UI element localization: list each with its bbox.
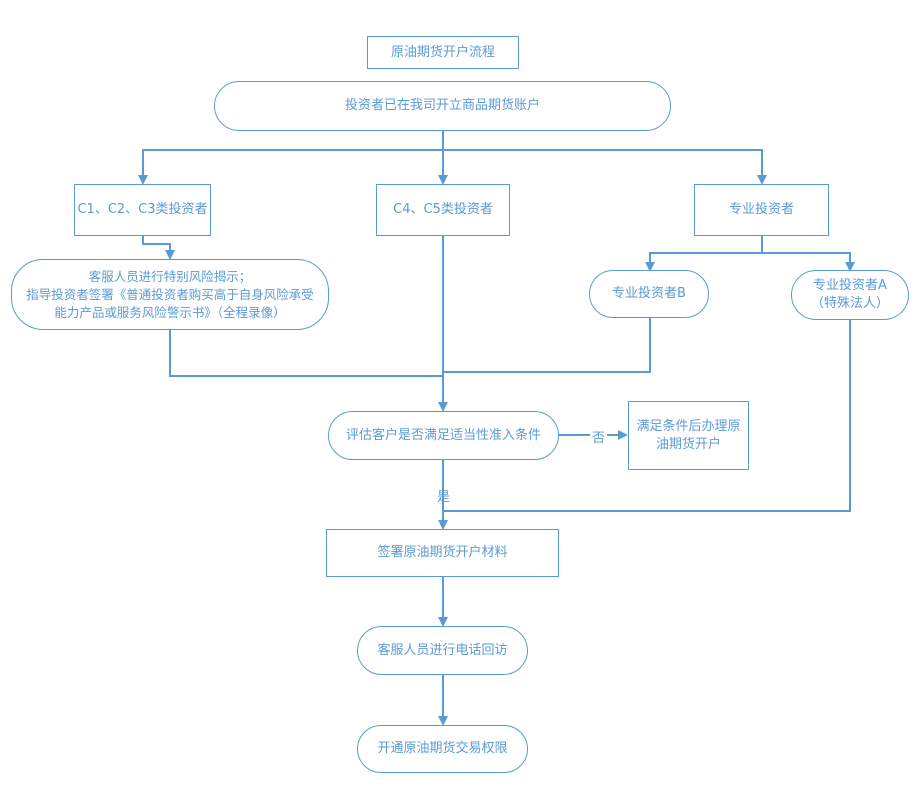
group-pro-text: 专业投资者 bbox=[728, 202, 794, 217]
assess-text: 评估客户是否满足适当性准入条件 bbox=[345, 427, 541, 443]
no-result-box: 满足条件后办理原 油期货开户 bbox=[628, 401, 749, 470]
sign-box: 签署原油期货开户材料 bbox=[326, 529, 559, 577]
group-c1c3-text: C1、C2、C3类投资者 bbox=[77, 202, 208, 217]
callback-text: 客服人员进行电话回访 bbox=[377, 642, 508, 658]
group-c4c5-box: C4、C5类投资者 bbox=[376, 184, 510, 236]
connector-proa-sign bbox=[443, 320, 851, 512]
assess-node: 评估客户是否满足适当性准入条件 bbox=[328, 411, 559, 460]
connector-pro-split bbox=[645, 236, 763, 272]
no-label: 否 bbox=[590, 427, 608, 446]
pro-a-line-2: （特殊法人） bbox=[810, 296, 889, 311]
group-c1c3-box: C1、C2、C3类投资者 bbox=[74, 184, 211, 236]
connector-risk-assess bbox=[169, 330, 443, 377]
no-result-line-1: 满足条件后办理原 bbox=[636, 418, 741, 434]
callback-node: 客服人员进行电话回访 bbox=[357, 626, 528, 675]
yes-label: 是 bbox=[437, 490, 451, 505]
open-text: 开通原油期货交易权限 bbox=[377, 741, 508, 756]
sign-text: 签署原油期货开户材料 bbox=[377, 545, 508, 560]
connector-start-branch bbox=[138, 131, 444, 185]
no-result-line-2: 油期货开户 bbox=[655, 436, 721, 452]
open-node: 开通原油期货交易权限 bbox=[357, 725, 528, 773]
pro-b-node: 专业投资者B bbox=[589, 270, 709, 318]
risk-line-1: 客服人员进行特别风险揭示； bbox=[88, 268, 252, 284]
title-text: 原油期货开户流程 bbox=[390, 44, 495, 60]
pro-a-node: 专业投资者A （特殊法人） bbox=[791, 270, 909, 320]
connector-c1c3-risk bbox=[142, 236, 175, 260]
group-pro-box: 专业投资者 bbox=[694, 184, 829, 236]
start-text: 投资者已在我司开立商品期货账户 bbox=[344, 98, 540, 113]
risk-line-3: 能力产品或服务风险警示书》（全程录像） bbox=[54, 304, 286, 320]
connector-start-pro bbox=[443, 149, 767, 185]
pro-a-line-1: 专业投资者A bbox=[813, 278, 887, 293]
connector-prob-assess bbox=[443, 317, 651, 373]
risk-disclosure-node: 客服人员进行特别风险揭示； 指导投资者签署《普通投资者购买高于自身风险承受 能力… bbox=[11, 259, 329, 330]
connector-pro-a bbox=[762, 252, 855, 272]
title-box: 原油期货开户流程 bbox=[367, 36, 519, 69]
start-node: 投资者已在我司开立商品期货账户 bbox=[214, 81, 671, 131]
risk-line-2: 指导投资者签署《普通投资者购买高于自身风险承受 bbox=[26, 286, 314, 302]
pro-b-text: 专业投资者B bbox=[612, 286, 686, 301]
group-c4c5-text: C4、C5类投资者 bbox=[393, 202, 493, 217]
